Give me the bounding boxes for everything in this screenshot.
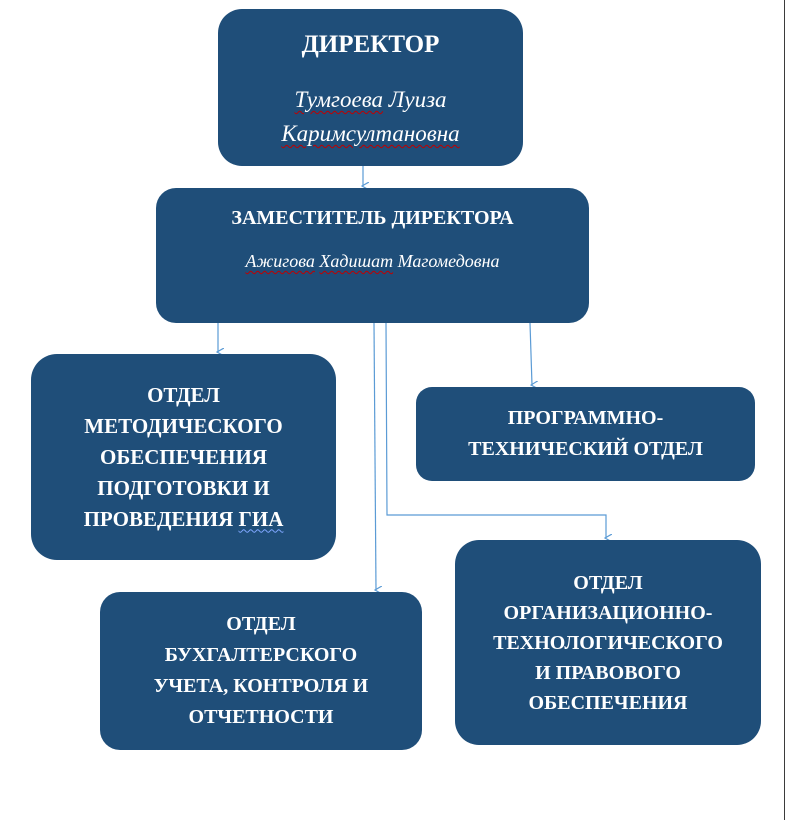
methodic-department-box: ОТДЕЛ МЕТОДИЧЕСКОГО ОБЕСПЕЧЕНИЯ ПОДГОТОВ… — [31, 354, 336, 560]
deputy-director-box: ЗАМЕСТИТЕЛЬ ДИРЕКТОРА Ажигова Хадишат Ма… — [156, 188, 589, 323]
director-title: ДИРЕКТОР — [301, 31, 440, 58]
connector-deputy-legal — [385, 322, 606, 538]
director-firstname: Луиза — [388, 87, 447, 112]
deputy-title: ЗАМЕСТИТЕЛЬ ДИРЕКТОРА — [231, 207, 514, 229]
methodic-last-prefix: ПРОВЕДЕНИЯ — [83, 506, 239, 531]
deputy-patronymic: Магомедовна — [397, 251, 500, 271]
methodic-line-2: МЕТОДИЧЕСКОГО — [84, 413, 283, 438]
director-name-line1: Тумгоева Луиза — [294, 83, 446, 117]
director-surname: Тумгоева — [294, 87, 384, 112]
director-patronymic: Каримсултановна — [281, 121, 460, 146]
connector-deputy-tech — [529, 322, 532, 385]
legal-department-box: ОТДЕЛ ОРГАНИЗАЦИОННО- ТЕХНОЛОГИЧЕСКОГО И… — [455, 540, 761, 745]
legal-department-label: ОТДЕЛ ОРГАНИЗАЦИОННО- ТЕХНОЛОГИЧЕСКОГО И… — [493, 571, 723, 714]
methodic-line-5: ПРОВЕДЕНИЯ ГИА — [84, 504, 284, 535]
tech-department-label: ПРОГРАММНО- ТЕХНИЧЕСКИЙ ОТДЕЛ — [468, 407, 703, 460]
deputy-surname: Ажигова — [245, 251, 315, 271]
methodic-line-4: ПОДГОТОВКИ И — [97, 475, 270, 500]
deputy-name: Ажигова Хадишат Магомедовна — [245, 249, 499, 273]
deputy-firstname: Хадишат — [319, 251, 394, 271]
methodic-gia-abbr: ГИА — [238, 506, 284, 531]
methodic-line-3: ОБЕСПЕЧЕНИЯ — [100, 444, 267, 469]
director-name-line2: Каримсултановна — [281, 117, 459, 151]
accounting-department-box: ОТДЕЛ БУХГАЛТЕРСКОГО УЧЕТА, КОНТРОЛЯ И О… — [100, 592, 422, 750]
page-edge-line — [784, 0, 785, 820]
tech-department-box: ПРОГРАММНО- ТЕХНИЧЕСКИЙ ОТДЕЛ — [416, 387, 755, 481]
accounting-department-label: ОТДЕЛ БУХГАЛТЕРСКОГО УЧЕТА, КОНТРОЛЯ И О… — [153, 613, 369, 728]
director-box: ДИРЕКТОР Тумгоева Луиза Каримсултановна — [218, 9, 523, 166]
methodic-line-1: ОТДЕЛ — [147, 382, 220, 407]
connector-deputy-accounting — [373, 322, 376, 590]
